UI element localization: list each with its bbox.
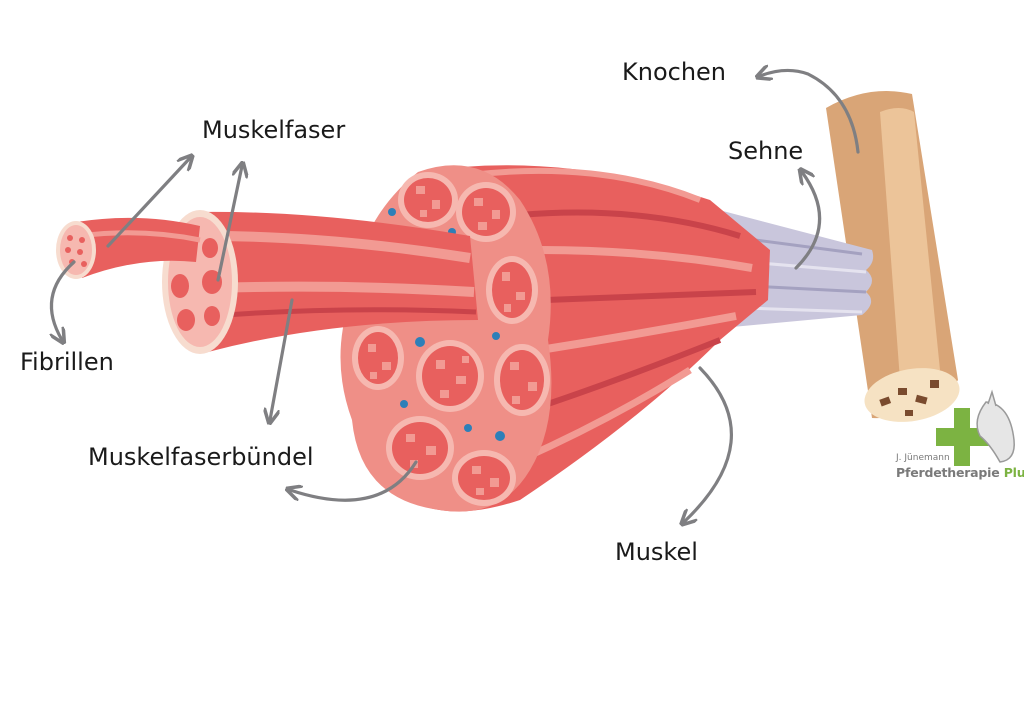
logo-maker: J. Jünemann bbox=[896, 453, 950, 463]
blood-vessel bbox=[388, 208, 505, 441]
green-cross-horse-head-icon bbox=[936, 389, 1015, 466]
arrow-muskelfaser-1 bbox=[106, 158, 190, 248]
logo-name: Pferdetherapie Plus bbox=[896, 465, 1024, 480]
fascicle bbox=[416, 340, 484, 412]
arrow-muskelfaser-2 bbox=[216, 166, 242, 282]
muscle-cross-section bbox=[340, 165, 552, 512]
arrow-to-muskelfaserbuendel-2 bbox=[290, 460, 418, 502]
arrow-to-muskelfaserbuendel-1 bbox=[270, 298, 294, 420]
arrow-to-fibrillen bbox=[51, 260, 76, 340]
bone bbox=[826, 91, 960, 422]
fascicle bbox=[486, 256, 538, 324]
fascicle bbox=[494, 344, 550, 416]
arrow-to-knochen bbox=[760, 70, 860, 154]
arrow-to-sehne bbox=[794, 172, 822, 270]
fascicle bbox=[352, 326, 404, 390]
pointer-arrows bbox=[51, 70, 860, 522]
fascicle bbox=[456, 182, 516, 242]
fascicle bbox=[386, 416, 454, 480]
fibril-strand bbox=[56, 217, 201, 279]
label-muskelfaserbuendel: Muskelfaserbündel bbox=[88, 443, 314, 471]
label-muskel: Muskel bbox=[615, 538, 698, 566]
arrow-to-muskel bbox=[684, 366, 733, 522]
fascicle bbox=[398, 172, 458, 228]
label-fibrillen: Fibrillen bbox=[20, 348, 114, 376]
logo-suffix: Plus bbox=[1003, 465, 1024, 480]
label-sehne: Sehne bbox=[728, 137, 804, 165]
label-knochen: Knochen bbox=[622, 58, 727, 86]
fascicle bbox=[452, 450, 516, 506]
logo-name-text: Pferdetherapie bbox=[896, 465, 1000, 480]
label-muskelfaser: Muskelfaser bbox=[202, 116, 346, 144]
